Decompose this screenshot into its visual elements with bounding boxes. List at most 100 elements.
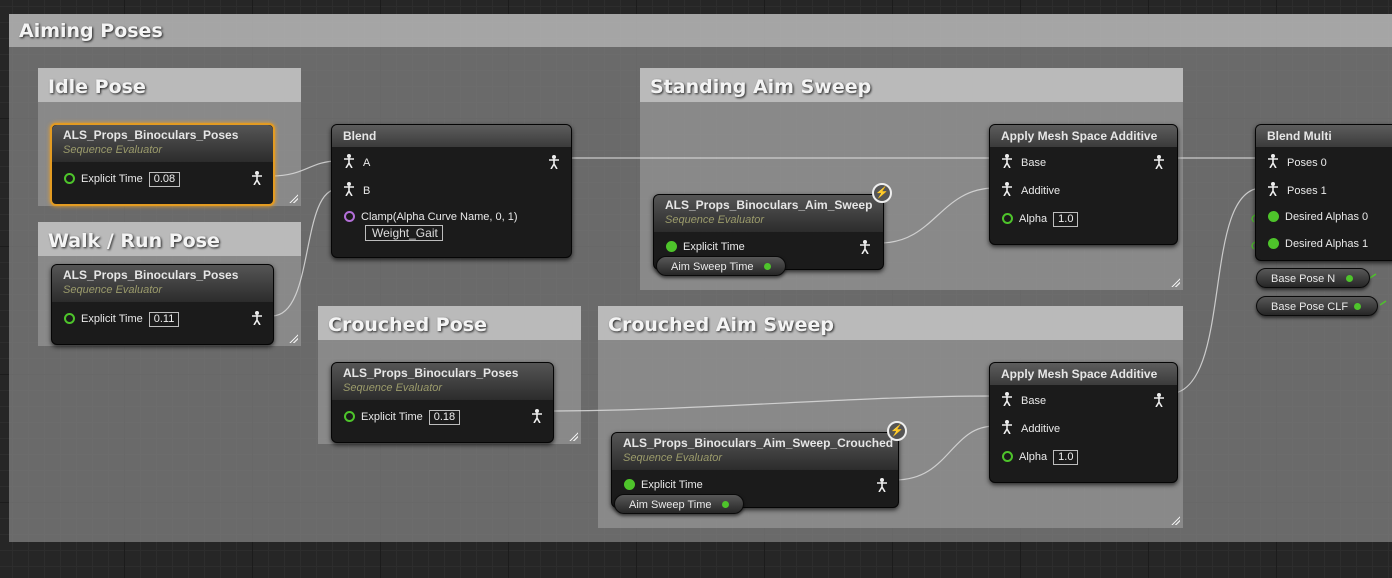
blend-multi-node[interactable]: Blend Multi Poses 0 Poses 1 Desired Alph…	[1255, 124, 1392, 261]
alpha-input[interactable]: 1.0	[1053, 212, 1079, 227]
resize-handle[interactable]	[568, 431, 578, 441]
aim-sweep-time-variable[interactable]: Aim Sweep Time	[656, 256, 786, 276]
fast-path-lightning-icon: ⚡	[872, 183, 892, 203]
pin-label: Additive	[1021, 423, 1061, 435]
apply-mesh-space-additive-crouched-node[interactable]: Apply Mesh Space Additive Base Additive …	[989, 362, 1178, 483]
walk-run-pose-node[interactable]: ALS_Props_Binoculars_Poses Sequence Eval…	[51, 264, 274, 345]
explicit-time-input[interactable]: 0.11	[148, 312, 180, 327]
pose-input-icon[interactable]	[1268, 182, 1278, 196]
pin-label: Poses 1	[1287, 185, 1327, 197]
pose-output-icon[interactable]	[549, 155, 559, 169]
node-header: ALS_Props_Binoculars_Poses Sequence Eval…	[52, 125, 273, 162]
pin-label: B	[363, 185, 371, 197]
wire-aimsweepcrouched-to-additive	[894, 425, 996, 481]
pose-output-icon[interactable]	[1154, 155, 1164, 169]
resize-handle[interactable]	[1170, 515, 1180, 525]
base-pose-clf-variable[interactable]: Base Pose CLF	[1256, 296, 1378, 316]
pose-input-icon[interactable]	[344, 154, 354, 168]
float-output-pin-icon[interactable]	[1346, 275, 1353, 282]
node-subtitle: Sequence Evaluator	[343, 382, 443, 394]
alpha-pin[interactable]: Alpha 1.0	[1002, 450, 1079, 465]
pin-label: Alpha	[1019, 451, 1048, 463]
idle-pose-node[interactable]: ALS_Props_Binoculars_Poses Sequence Eval…	[50, 123, 275, 206]
aim-sweep-time-variable[interactable]: Aim Sweep Time	[614, 494, 744, 514]
resize-handle[interactable]	[1170, 277, 1180, 287]
float-pin-icon[interactable]	[64, 173, 75, 184]
pose-input-icon[interactable]	[1002, 182, 1012, 196]
blend-pin-b[interactable]: B	[344, 182, 370, 198]
node-title: Blend Multi	[1256, 125, 1392, 147]
explicit-time-input[interactable]: 0.18	[428, 410, 461, 425]
comment-title: Standing Aim Sweep	[640, 68, 1183, 102]
apply-mesh-space-additive-standing-node[interactable]: Apply Mesh Space Additive Base Additive …	[989, 124, 1178, 245]
comment-title: Crouched Pose	[318, 306, 581, 340]
poses-1-pin[interactable]: Poses 1	[1268, 182, 1327, 198]
base-pin[interactable]: Base	[1002, 154, 1046, 170]
explicit-time-pin[interactable]: Explicit Time	[624, 478, 703, 492]
base-pin[interactable]: Base	[1002, 392, 1046, 408]
pose-output-icon[interactable]	[1154, 393, 1164, 407]
node-title: ALS_Props_Binoculars_Poses	[63, 268, 239, 282]
pin-label: Explicit Time	[683, 241, 745, 253]
pose-input-icon[interactable]	[1268, 154, 1278, 168]
pose-output-icon[interactable]	[252, 171, 262, 185]
wire-base-pose-n	[1369, 273, 1377, 279]
aim-sweep-node[interactable]: ALS_Props_Binoculars_Aim_Sweep Sequence …	[653, 194, 884, 270]
float-output-pin-icon[interactable]	[1354, 303, 1361, 310]
variable-label: Base Pose CLF	[1271, 301, 1349, 313]
blend-node[interactable]: Blend A B Clamp(Alpha Curve Name, 0, 1) …	[331, 124, 572, 258]
pose-input-icon[interactable]	[1002, 392, 1012, 406]
pose-output-icon[interactable]	[532, 409, 542, 423]
float-pin-icon[interactable]	[344, 411, 355, 422]
pose-input-icon[interactable]	[1002, 420, 1012, 434]
pin-label: Desired Alphas 1	[1285, 238, 1369, 250]
comment-title: Aiming Poses	[9, 14, 1392, 47]
additive-pin[interactable]: Additive	[1002, 420, 1060, 436]
variable-label: Aim Sweep Time	[629, 499, 712, 511]
float-output-pin-icon[interactable]	[722, 501, 729, 508]
name-pin-icon[interactable]	[344, 211, 355, 222]
crouched-pose-node[interactable]: ALS_Props_Binoculars_Poses Sequence Eval…	[331, 362, 554, 443]
desired-alphas-1-pin[interactable]: Desired Alphas 1	[1268, 237, 1368, 251]
float-pin-icon[interactable]	[1002, 213, 1013, 224]
pose-output-icon[interactable]	[252, 311, 262, 325]
desired-alphas-0-pin[interactable]: Desired Alphas 0	[1268, 210, 1368, 224]
float-pin-icon[interactable]	[624, 479, 635, 490]
node-title: Apply Mesh Space Additive	[990, 125, 1177, 147]
float-pin-icon[interactable]	[1268, 211, 1279, 222]
float-pin-icon[interactable]	[1002, 451, 1013, 462]
pose-input-icon[interactable]	[344, 182, 354, 196]
float-pin-icon[interactable]	[666, 241, 677, 252]
pose-output-icon[interactable]	[860, 240, 870, 254]
blend-alpha-pin[interactable]: Clamp(Alpha Curve Name, 0, 1)	[344, 210, 518, 224]
float-pin-icon[interactable]	[1268, 238, 1279, 249]
float-pin-icon[interactable]	[64, 313, 75, 324]
node-title: Blend	[332, 125, 571, 147]
wire-idle-to-blend-a	[271, 160, 339, 177]
float-output-pin-icon[interactable]	[764, 263, 771, 270]
alpha-curve-name-input[interactable]: Weight_Gait	[365, 225, 443, 241]
explicit-time-input[interactable]: 0.08	[148, 172, 181, 187]
pose-output-icon[interactable]	[877, 478, 887, 492]
blend-pin-a[interactable]: A	[344, 154, 370, 170]
variable-label: Base Pose N	[1271, 273, 1336, 285]
alpha-curve-name-field[interactable]: Weight_Gait	[365, 225, 443, 241]
base-pose-n-variable[interactable]: Base Pose N	[1256, 268, 1370, 288]
resize-handle[interactable]	[288, 333, 298, 343]
node-subtitle: Sequence Evaluator	[63, 284, 163, 296]
explicit-time-pin[interactable]: Explicit Time	[666, 240, 745, 254]
pin-label: Poses 0	[1287, 157, 1327, 169]
pose-input-icon[interactable]	[1002, 154, 1012, 168]
node-header: ALS_Props_Binoculars_Aim_Sweep_Crouched …	[612, 433, 898, 470]
pin-label: Explicit Time	[81, 313, 143, 325]
resize-handle[interactable]	[288, 193, 298, 203]
additive-pin[interactable]: Additive	[1002, 182, 1060, 198]
poses-0-pin[interactable]: Poses 0	[1268, 154, 1327, 170]
alpha-input[interactable]: 1.0	[1053, 450, 1079, 465]
aim-sweep-crouched-node[interactable]: ALS_Props_Binoculars_Aim_Sweep_Crouched …	[611, 432, 899, 508]
explicit-time-pin[interactable]: Explicit Time 0.11	[64, 312, 180, 327]
